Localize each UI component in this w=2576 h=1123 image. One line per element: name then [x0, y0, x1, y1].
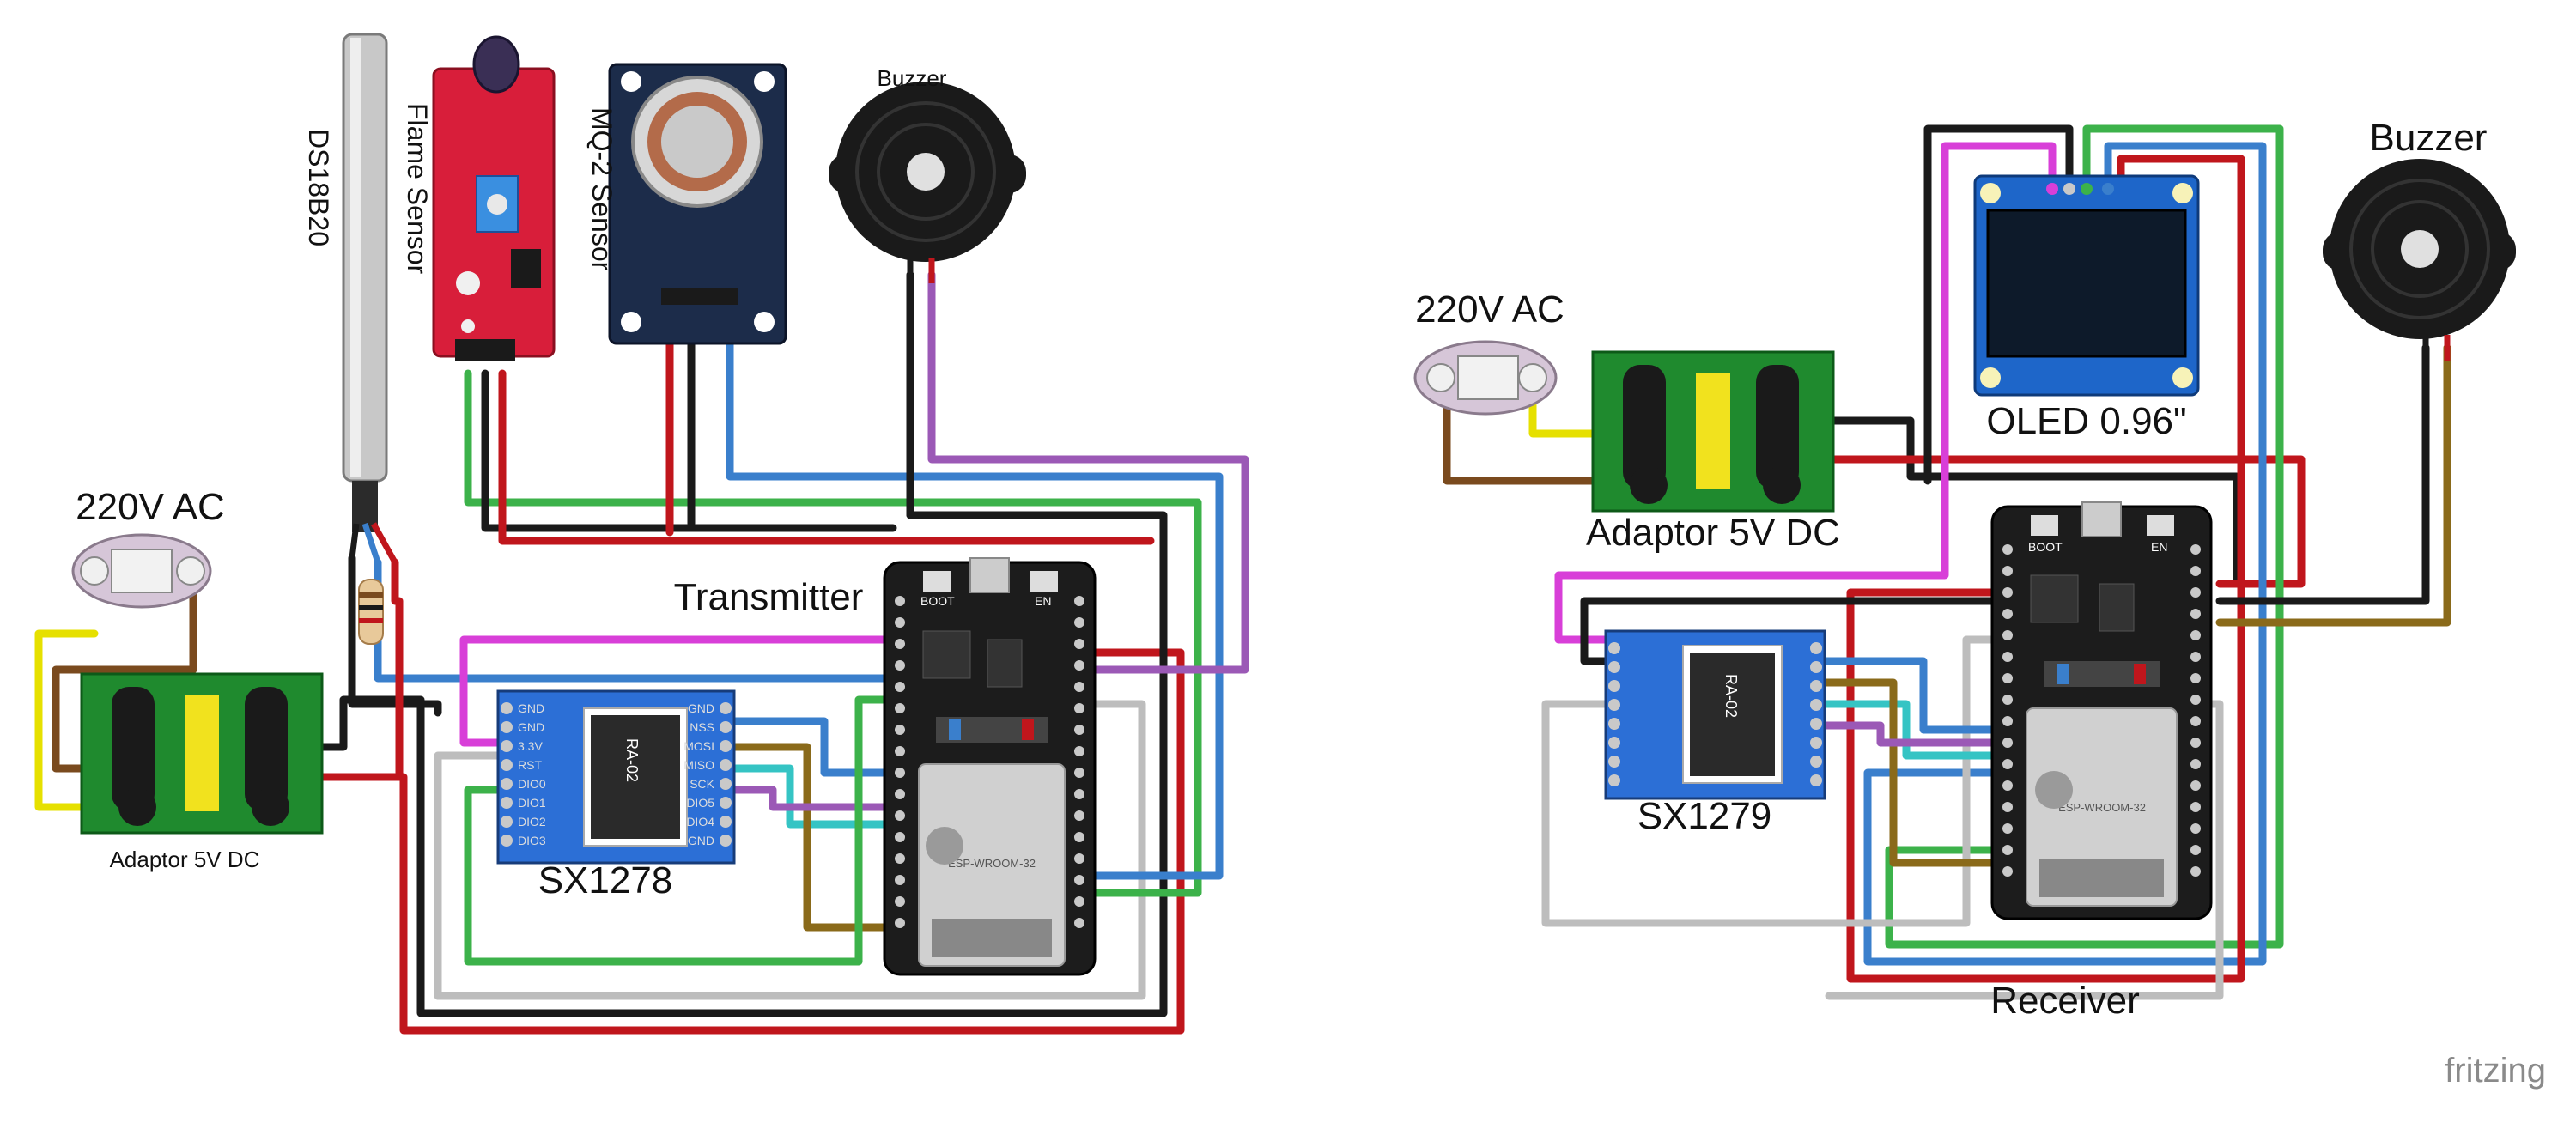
- svg-text:EN: EN: [2151, 540, 2167, 554]
- pullup-resistor: [358, 579, 384, 645]
- rx-oled-green-wire: [1885, 124, 2284, 949]
- rx-lora-cyan-wire: [1816, 700, 2009, 760]
- svg-text:GND: GND: [518, 701, 544, 715]
- rx-lora-chip-text: RA-02: [1722, 674, 1740, 718]
- receiver-ac-label: 220V AC: [1415, 288, 1564, 331]
- svg-text:BOOT: BOOT: [920, 594, 955, 608]
- tx-ac-yellow-wire: [34, 629, 103, 811]
- svg-text:DIO3: DIO3: [518, 834, 546, 847]
- tx-flame-green-wire: [464, 369, 1202, 897]
- rx-buzzer-black-wire: [2215, 343, 2430, 605]
- svg-text:DIO2: DIO2: [518, 815, 546, 829]
- rx-boot-button[interactable]: [2031, 515, 2058, 536]
- svg-text:DIO5: DIO5: [686, 796, 714, 810]
- svg-text:GND: GND: [688, 834, 714, 847]
- receiver-title: Receiver: [1990, 980, 2140, 1022]
- rx-adaptor-black-wire: [1803, 416, 2241, 588]
- rx-lora-blue-wire: [1816, 657, 2009, 734]
- tx-lora-purple-wire: [726, 786, 897, 811]
- receiver-lora-label: SX1279: [1637, 795, 1772, 837]
- receiver-lora-module: RA-02: [1604, 629, 1826, 800]
- tx-boot-button[interactable]: [923, 571, 951, 592]
- tx-ds18b20-black-wire: [348, 554, 442, 717]
- transmitter-lora-label: SX1278: [538, 859, 673, 901]
- rx-gray-wire-2: [1541, 635, 2009, 927]
- svg-text:DIO0: DIO0: [518, 777, 546, 791]
- tx-lora-olive-wire: [726, 743, 897, 932]
- receiver-buzzer-label: Buzzer: [2370, 117, 2488, 159]
- rx-oled-red-wire: [1846, 155, 2245, 983]
- svg-text:NSS: NSS: [690, 720, 714, 734]
- tx-ground-black-wire: [309, 511, 1168, 1017]
- rx-lora-purple-wire: [1816, 721, 2009, 747]
- tx-gray-wire: [434, 700, 1146, 1000]
- svg-text:ESP-WROOM-32: ESP-WROOM-32: [948, 857, 1036, 870]
- rx-lora-olive-wire: [1816, 678, 2009, 867]
- fritzing-logo: fritzing: [2445, 1052, 2546, 1090]
- transmitter-ac-label: 220V AC: [76, 486, 225, 528]
- transmitter-ac-plug: [71, 533, 212, 609]
- oled-display-module: [1973, 174, 2200, 397]
- rx-buzzer-olive-wire: [2215, 343, 2451, 627]
- tx-usb-port-icon: [969, 557, 1010, 593]
- tx-gray-wire-2: [434, 751, 507, 1000]
- rx-lora-black-wire: [1580, 597, 2009, 665]
- ds18b20-temperature-probe: [342, 33, 398, 645]
- receiver-ac-plug: [1413, 340, 1558, 416]
- transmitter-title: Transmitter: [674, 576, 864, 618]
- flame-sensor-module: [432, 35, 556, 361]
- tx-ac-brown-wire: [52, 588, 197, 773]
- tx-en-button[interactable]: [1030, 571, 1058, 592]
- svg-text:ESP-WROOM-32: ESP-WROOM-32: [2058, 801, 2146, 814]
- tx-lora-magenta-wire: [459, 635, 897, 747]
- rx-gray-wire: [1825, 700, 2224, 1000]
- svg-text:GND: GND: [518, 720, 544, 734]
- tx-buzzer-purple-wire: [927, 270, 1249, 674]
- rx-en-button[interactable]: [2147, 515, 2174, 536]
- mq2-sensor-label: MQ-2 Sensor: [586, 107, 617, 271]
- transmitter-adaptor-label: Adaptor 5V DC: [110, 847, 260, 872]
- svg-text:SCK: SCK: [690, 777, 714, 791]
- mq2-gas-sensor-module: [608, 63, 787, 345]
- flame-sensor-label: Flame Sensor: [402, 103, 433, 275]
- tx-lora-chip-text: RA-02: [623, 738, 641, 782]
- tx-lora-cyan-wire: [726, 764, 897, 829]
- svg-text:3.3V: 3.3V: [518, 739, 543, 753]
- receiver-esp32-board: BOOT EN ESP-WROOM-32: [1990, 501, 2213, 920]
- tx-lora-left-pins: [501, 702, 513, 847]
- transmitter-lora-module: RA-02 GND GND 3.3V RST DIO0 DIO1 DIO2 DI…: [496, 689, 736, 865]
- receiver-buzzer: [2323, 159, 2516, 361]
- svg-text:BOOT: BOOT: [2028, 540, 2063, 554]
- transmitter-esp32-board: BOOT EN ESP-WROOM-32: [883, 557, 1097, 976]
- svg-text:GND: GND: [688, 701, 714, 715]
- tx-flame-red-wire: [498, 369, 1155, 545]
- rx-usb-port-icon: [2081, 501, 2122, 537]
- rx-oled-blue-wire: [1863, 142, 2267, 966]
- receiver-adaptor-module: [1591, 350, 1835, 513]
- svg-text:MISO: MISO: [683, 758, 714, 772]
- transmitter-buzzer: [829, 82, 1026, 283]
- receiver-adaptor-label: Adaptor 5V DC: [1586, 512, 1840, 554]
- oled-label: OLED 0.96": [1986, 400, 2186, 442]
- ds18b20-label: DS18B20: [303, 129, 334, 246]
- svg-text:MOSI: MOSI: [683, 739, 714, 753]
- svg-text:RST: RST: [518, 758, 542, 772]
- tx-flame-black-wire: [481, 369, 897, 532]
- svg-text:DIO4: DIO4: [686, 815, 714, 829]
- rx-ac-brown-wire: [1443, 373, 1610, 485]
- oled-screen: [1986, 209, 2187, 358]
- tx-lora-green-wire: [464, 695, 897, 966]
- rx-oled-magenta-wire: [1554, 142, 2057, 644]
- rx-oled-black-wire: [1923, 124, 2074, 485]
- tx-mq2-blue-wire: [726, 292, 1224, 880]
- svg-text:EN: EN: [1035, 594, 1051, 608]
- receiver-wires: [1443, 124, 2451, 1000]
- transmitter-adaptor-module: [80, 672, 324, 835]
- svg-text:DIO1: DIO1: [518, 796, 546, 810]
- flame-ir-led-icon: [472, 35, 520, 94]
- tx-ds18b20-red-wire: [391, 558, 404, 777]
- transmitter-buzzer-label: Buzzer: [878, 65, 947, 91]
- tx-lora-right-pins: [720, 702, 732, 847]
